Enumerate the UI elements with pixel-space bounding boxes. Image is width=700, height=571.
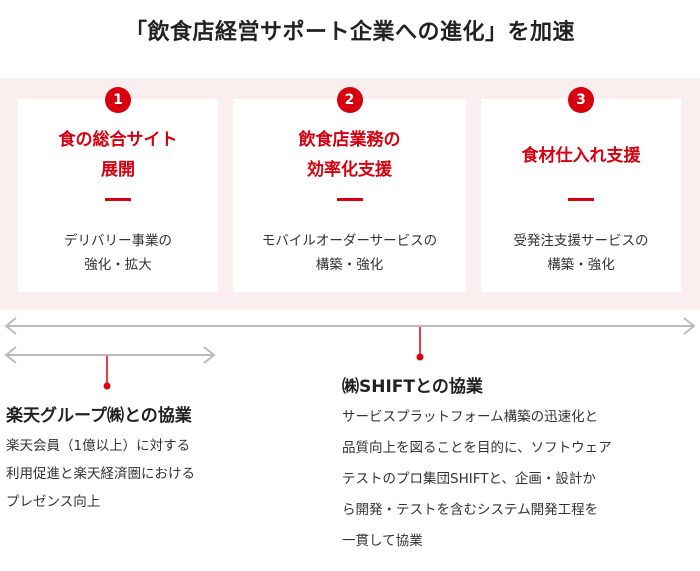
shift-marker-dot <box>416 353 424 361</box>
initiative-title-line: 食の総合サイト <box>58 130 178 150</box>
initiative-card-1: 1 食の総合サイト 展開 デリバリー事業の 強化・拡大 <box>18 87 218 292</box>
initiative-card-3: 3 食材仕入れ支援 受発注支援サービスの 構築・強化 <box>481 87 681 292</box>
rakuten-heading: 楽天グループ㈱との協業 <box>6 406 192 426</box>
initiative-description: モバイルオーダーサービスの 構築・強化 <box>233 229 466 277</box>
initiative-title: 食の総合サイト 展開 <box>18 125 218 185</box>
initiative-description: デリバリー事業の 強化・拡大 <box>18 229 218 277</box>
initiative-title-line: 飲食店業務の <box>298 130 401 150</box>
shift-heading: ㈱SHIFTとの協業 <box>342 377 483 397</box>
initiative-description-line: 構築・強化 <box>547 257 615 273</box>
page-title: 「飲食店経営サポート企業への進化」を加速 <box>124 20 575 45</box>
rakuten-description: 楽天会員（1億以上）に対する 利用促進と楽天経済圏における プレゼンス向上 <box>6 432 195 516</box>
initiative-description-line: モバイルオーダーサービスの <box>261 233 438 249</box>
rakuten-description-line: 楽天会員（1億以上）に対する <box>6 438 191 454</box>
arrowhead-right-icon <box>683 317 696 335</box>
title-underline <box>336 198 363 201</box>
title-underline <box>105 198 131 201</box>
initiative-title: 飲食店業務の 効率化支援 <box>233 125 466 185</box>
initiative-title-line: 食材仕入れ支援 <box>521 146 641 166</box>
shift-description-line: 一貫して協業 <box>342 533 423 549</box>
initiative-title-line: 展開 <box>101 160 135 180</box>
initiative-description: 受発注支援サービスの 構築・強化 <box>481 229 681 277</box>
initiative-description-line: 構築・強化 <box>315 257 384 273</box>
shift-description: サービスプラットフォーム構築の迅速化と 品質向上を図ることを目的に、ソフトウェア… <box>342 402 612 557</box>
shift-description-line: ら開発・テストを含むシステム開発工程を <box>342 502 599 518</box>
initiative-description-line: 強化・拡大 <box>84 257 152 273</box>
rakuten-description-line: 利用促進と楽天経済圏における <box>6 466 195 482</box>
step-number-badge: 3 <box>568 87 594 113</box>
arrowhead-right-icon <box>203 346 216 364</box>
arrowhead-left-icon <box>4 346 17 364</box>
initiative-title: 食材仕入れ支援 <box>481 141 681 171</box>
step-number-badge: 1 <box>105 87 131 113</box>
rakuten-marker-dot <box>103 382 111 390</box>
initiative-card-2: 2 飲食店業務の 効率化支援 モバイルオーダーサービスの 構築・強化 <box>233 87 466 292</box>
initiative-title-line: 効率化支援 <box>307 160 392 180</box>
shift-description-line: テストのプロ集団SHIFTと、企画・設計か <box>342 471 596 487</box>
shift-description-line: サービスプラットフォーム構築の迅速化と <box>342 409 599 425</box>
rakuten-description-line: プレゼンス向上 <box>6 494 101 510</box>
step-number-badge: 2 <box>336 87 363 113</box>
title-underline <box>568 198 594 201</box>
arrowhead-left-icon <box>4 317 17 335</box>
initiative-description-line: デリバリー事業の <box>64 233 172 249</box>
shift-description-line: 品質向上を図ることを目的に、ソフトウェア <box>342 440 612 456</box>
initiative-description-line: 受発注支援サービスの <box>513 233 649 249</box>
